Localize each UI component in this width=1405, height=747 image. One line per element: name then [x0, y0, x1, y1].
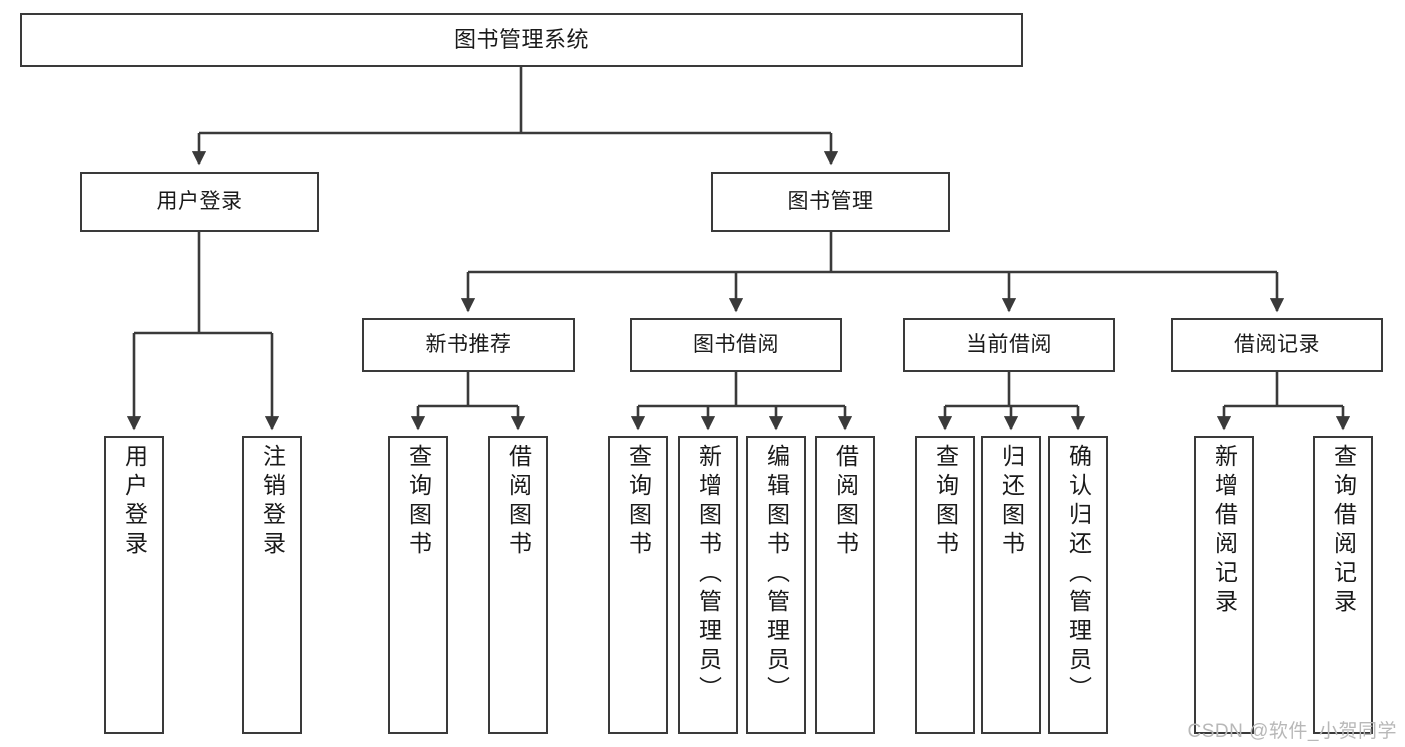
node-leaf-query-book-recommend[interactable]: 查询图书: [388, 436, 448, 734]
node-leaf-add-book[interactable]: 新增图书（管理员）: [678, 436, 738, 734]
node-label: 新增借阅记录: [1211, 444, 1238, 618]
node-label: 借阅图书: [832, 444, 859, 560]
node-book-borrow[interactable]: 图书借阅: [630, 318, 842, 372]
node-label: 借阅记录: [1234, 332, 1320, 356]
node-leaf-confirm-return[interactable]: 确认归还（管理员）: [1048, 436, 1108, 734]
node-label: 编辑图书（管理员）: [763, 444, 790, 705]
node-borrow-record[interactable]: 借阅记录: [1171, 318, 1383, 372]
node-label: 注销登录: [259, 444, 286, 560]
node-label: 确认归还（管理员）: [1065, 444, 1092, 705]
node-leaf-query-book-current[interactable]: 查询图书: [915, 436, 975, 734]
node-label: 用户登录: [156, 189, 243, 213]
node-label: 图书借阅: [693, 332, 779, 356]
node-label: 查询图书: [625, 444, 652, 560]
node-leaf-logout[interactable]: 注销登录: [242, 436, 302, 734]
node-leaf-return-book[interactable]: 归还图书: [981, 436, 1041, 734]
node-user-login[interactable]: 用户登录: [80, 172, 319, 232]
node-label: 新书推荐: [425, 332, 512, 356]
node-label: 借阅图书: [505, 444, 532, 560]
node-label: 当前借阅: [966, 332, 1052, 356]
node-label: 用户登录: [121, 444, 148, 560]
node-leaf-user-login[interactable]: 用户登录: [104, 436, 164, 734]
node-leaf-add-borrow-record[interactable]: 新增借阅记录: [1194, 436, 1254, 734]
node-label: 查询图书: [932, 444, 959, 560]
node-label: 新增图书（管理员）: [695, 444, 722, 705]
node-leaf-edit-book[interactable]: 编辑图书（管理员）: [746, 436, 806, 734]
node-label: 图书管理: [787, 189, 874, 213]
node-label: 图书管理系统: [453, 27, 589, 53]
node-new-book-recommend[interactable]: 新书推荐: [362, 318, 575, 372]
node-label: 查询图书: [405, 444, 432, 560]
node-label: 查询借阅记录: [1330, 444, 1357, 618]
watermark-text: CSDN @软件_小贺同学: [1187, 721, 1397, 742]
node-current-borrow[interactable]: 当前借阅: [903, 318, 1115, 372]
node-leaf-borrow-book-recommend[interactable]: 借阅图书: [488, 436, 548, 734]
node-label: 归还图书: [998, 444, 1025, 560]
node-book-management[interactable]: 图书管理: [711, 172, 950, 232]
node-leaf-query-borrow-record[interactable]: 查询借阅记录: [1313, 436, 1373, 734]
node-leaf-borrow-book[interactable]: 借阅图书: [815, 436, 875, 734]
node-leaf-query-book-borrow[interactable]: 查询图书: [608, 436, 668, 734]
node-root-system[interactable]: 图书管理系统: [20, 13, 1023, 67]
